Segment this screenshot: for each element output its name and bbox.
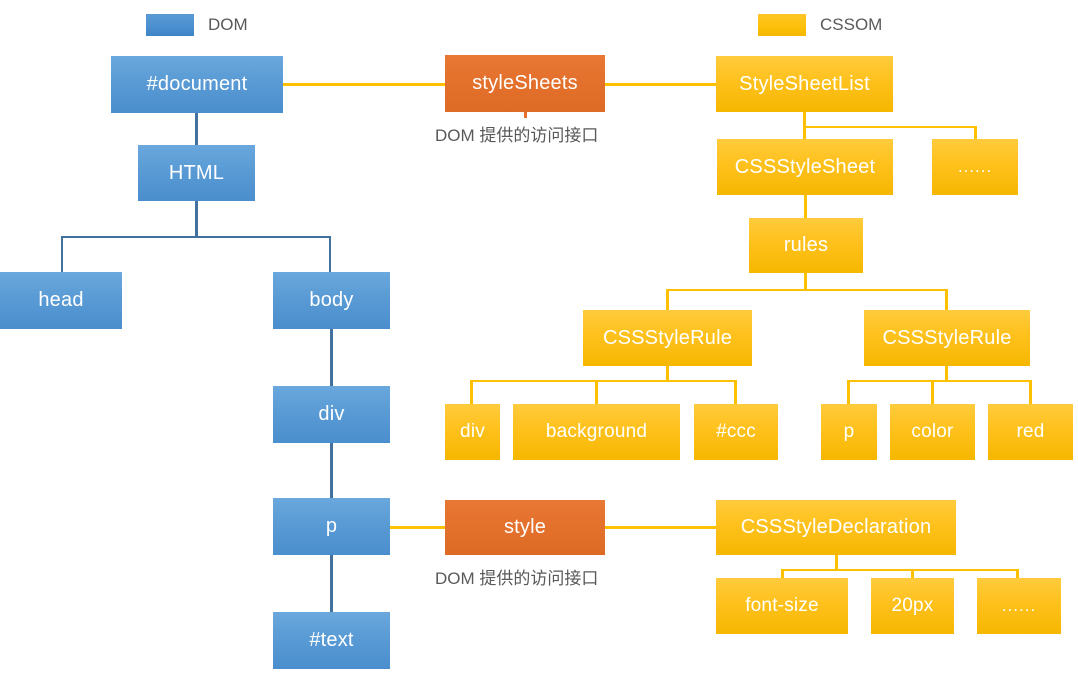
node-stylesheetlist-more[interactable]: ...... <box>932 139 1018 195</box>
connector-bar-head <box>61 236 63 272</box>
node-declaration-child-20px[interactable]: 20px <box>871 578 954 634</box>
node-style-interface[interactable]: style <box>445 500 605 555</box>
connector-style-cssstyledeclaration <box>605 526 717 529</box>
connector-bar-stylesheetlist-more <box>974 126 977 139</box>
connector-rule-right-child-color <box>931 380 934 404</box>
node-rule-left-child-div[interactable]: div <box>445 404 500 460</box>
caption-style-interface: DOM 提供的访问接口 <box>435 569 599 588</box>
node-cssstylerule-left[interactable]: CSSStyleRule <box>583 310 752 366</box>
connector-rule-left-stem <box>666 366 669 382</box>
node-rule-left-child-background[interactable]: background <box>513 404 680 460</box>
connector-rule-left-child-background <box>595 380 598 404</box>
node-text[interactable]: #text <box>273 612 390 669</box>
node-rules[interactable]: rules <box>749 218 863 273</box>
connector-html-stem <box>195 200 198 238</box>
connector-document-stylesheets <box>283 83 446 86</box>
connector-p-text <box>330 555 333 612</box>
node-rule-right-child-red[interactable]: red <box>988 404 1073 460</box>
node-cssstylerule-right[interactable]: CSSStyleRule <box>864 310 1030 366</box>
node-html[interactable]: HTML <box>138 145 255 201</box>
node-rule-left-child-ccc[interactable]: #ccc <box>694 404 778 460</box>
node-head[interactable]: head <box>0 272 122 329</box>
connector-declaration-child-20px <box>911 569 914 578</box>
connector-div-p <box>330 442 333 498</box>
connector-rules-bar <box>666 289 947 291</box>
connector-rule-right-stem <box>945 366 948 382</box>
node-stylesheetlist[interactable]: StyleSheetList <box>716 56 893 112</box>
connector-declaration-child-more <box>1016 569 1019 578</box>
connector-bar-rule-right <box>945 289 948 310</box>
connector-stylesheetlist-bar <box>803 126 977 128</box>
connector-rules-stem <box>804 273 807 290</box>
connector-rule-left-bar <box>470 380 736 382</box>
connector-document-html <box>195 113 198 145</box>
node-cssstylesheet[interactable]: CSSStyleSheet <box>717 139 893 195</box>
connector-stylesheetlist-stem <box>803 112 806 128</box>
node-rule-right-child-p[interactable]: p <box>821 404 877 460</box>
connector-rule-right-child-p <box>847 380 850 404</box>
connector-rule-left-child-ccc <box>734 380 737 404</box>
stylesheets-pointer-nub <box>524 112 527 118</box>
connector-rule-right-child-red <box>1029 380 1032 404</box>
connector-rule-left-child-div <box>470 380 473 404</box>
node-cssstyledeclaration[interactable]: CSSStyleDeclaration <box>716 500 956 555</box>
connector-declaration-bar <box>781 569 1018 571</box>
connector-p-style <box>390 526 446 529</box>
node-div[interactable]: div <box>273 386 390 443</box>
legend-swatch-dom <box>146 14 194 36</box>
connector-bar-cssstylesheet <box>803 126 806 139</box>
legend-label-dom: DOM <box>208 15 248 34</box>
connector-rule-right-bar <box>847 380 1032 382</box>
connector-cssstylesheet-rules <box>804 195 807 218</box>
legend-label-cssom: CSSOM <box>820 15 883 34</box>
legend-swatch-cssom <box>758 14 806 36</box>
node-body[interactable]: body <box>273 272 390 329</box>
connector-declaration-stem <box>835 555 838 571</box>
node-p[interactable]: p <box>273 498 390 555</box>
connector-bar-body <box>329 236 331 272</box>
node-rule-right-child-color[interactable]: color <box>890 404 975 460</box>
caption-stylesheets-interface: DOM 提供的访问接口 <box>435 126 599 145</box>
connector-bar-rule-left <box>666 289 669 310</box>
node-stylesheets-interface[interactable]: styleSheets <box>445 55 605 112</box>
node-document[interactable]: #document <box>111 56 283 113</box>
connector-stylesheets-stylesheetlist <box>605 83 717 86</box>
node-declaration-child-font-size[interactable]: font-size <box>716 578 848 634</box>
connector-declaration-child-font-size <box>781 569 784 578</box>
connector-body-div <box>330 328 333 386</box>
node-declaration-child-more[interactable]: ...... <box>977 578 1061 634</box>
connector-html-bar <box>61 236 331 238</box>
